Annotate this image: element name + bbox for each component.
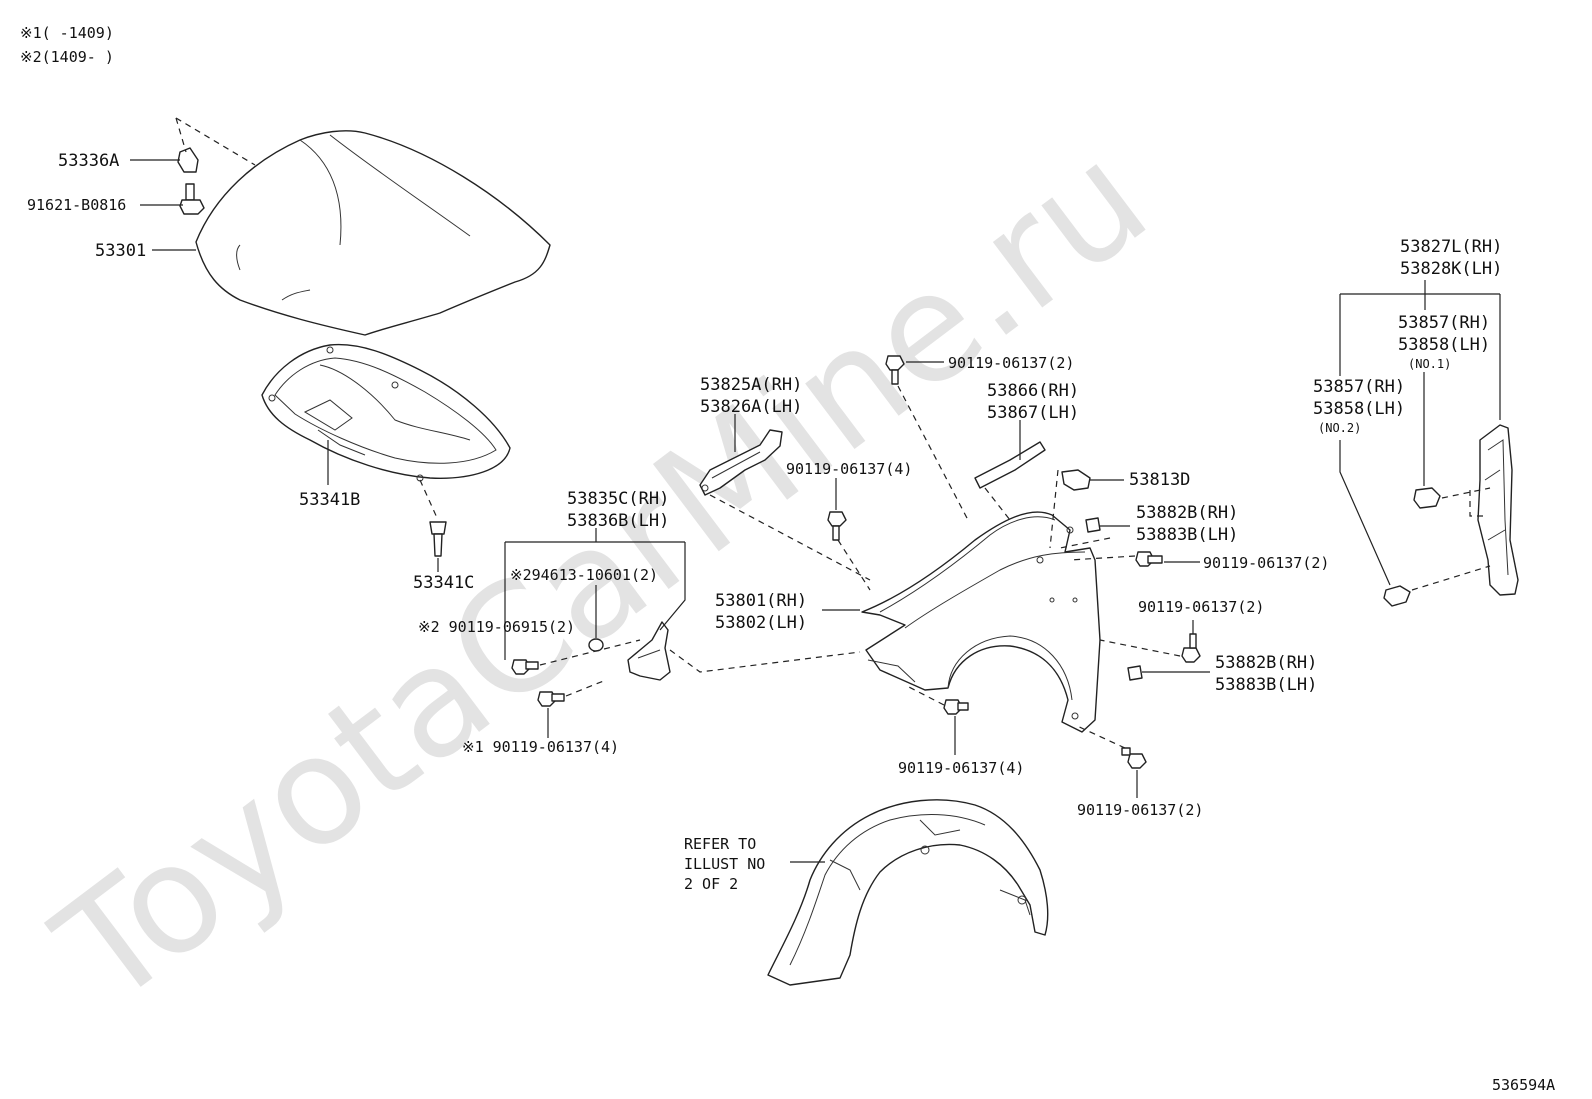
hood-stay-clip[interactable]	[177, 147, 199, 173]
nut-53882B-lower[interactable]	[1127, 665, 1143, 681]
label-90119-06137-4-mid: 90119-06137(4)	[786, 460, 912, 478]
bolt-90119-06137-4-mid[interactable]	[827, 511, 847, 541]
bolt-90119-06137-4-bottom[interactable]	[943, 699, 969, 715]
label-94613-10601: ※294613-10601(2)	[510, 566, 658, 584]
clip-53857-no2[interactable]	[1383, 585, 1411, 607]
diagram-id: 536594A	[1492, 1076, 1555, 1094]
label-53867-LH: 53867(LH)	[987, 403, 1079, 423]
label-illust-no: ILLUST NO	[684, 855, 765, 873]
label-53341C: 53341C	[413, 573, 474, 593]
fender-side-seal-part[interactable]	[1477, 424, 1519, 596]
bolt-90119-06137-2-right-lower[interactable]	[1181, 633, 1201, 663]
note-1: ※1( -1409)	[20, 24, 114, 42]
label-53857-RH-no1: 53857(RH)	[1398, 313, 1490, 333]
bolt-90119-06915[interactable]	[511, 659, 539, 675]
label-53883B-LH-upper: 53883B(LH)	[1136, 525, 1238, 545]
label-53858-LH-no2: 53858(LH)	[1313, 399, 1405, 419]
bolt-90119-06137-2-right-upper[interactable]	[1135, 551, 1163, 567]
label-53801-RH: 53801(RH)	[715, 591, 807, 611]
label-90119-06137-2-right-lower: 90119-06137(2)	[1138, 598, 1264, 616]
label-refer-to: REFER TO	[684, 835, 756, 853]
label-53301: 53301	[95, 241, 146, 261]
label-53866-RH: 53866(RH)	[987, 381, 1079, 401]
bolt-90119-06137-4-left[interactable]	[537, 691, 565, 707]
hood-insulator-part[interactable]	[261, 343, 511, 482]
bolt-90119-06137-2-bottom[interactable]	[1121, 747, 1147, 769]
bolt-90119-06137-2-top[interactable]	[885, 355, 905, 385]
label-90119-06137-2-right-upper: 90119-06137(2)	[1203, 554, 1329, 572]
label-53825A-RH: 53825A(RH)	[700, 375, 802, 395]
fender-liner-part[interactable]	[767, 799, 1049, 986]
fender-bracket-upper[interactable]	[699, 429, 783, 496]
label-53341B: 53341B	[299, 490, 360, 510]
label-no1: (NO.1)	[1408, 357, 1451, 371]
label-2-of-2: 2 OF 2	[684, 875, 738, 893]
label-53836B-LH: 53836B(LH)	[567, 511, 669, 531]
clip-53857-no1[interactable]	[1413, 487, 1441, 509]
label-53826A-LH: 53826A(LH)	[700, 397, 802, 417]
washer-94613-10601[interactable]	[588, 638, 604, 652]
label-90119-06915: ※2 90119-06915(2)	[418, 618, 575, 636]
label-53813D: 53813D	[1129, 470, 1190, 490]
label-53857-RH-no2: 53857(RH)	[1313, 377, 1405, 397]
note-2: ※2(1409- )	[20, 48, 114, 66]
label-90119-06137-4-left: ※1 90119-06137(4)	[462, 738, 619, 756]
label-53828K-LH: 53828K(LH)	[1400, 259, 1502, 279]
front-fender-part[interactable]	[861, 511, 1101, 733]
label-53336A: 53336A	[58, 151, 119, 171]
clip-53813D[interactable]	[1061, 469, 1091, 491]
hood-part[interactable]	[195, 130, 551, 336]
label-no2: (NO.2)	[1318, 421, 1361, 435]
label-90119-06137-2-top: 90119-06137(2)	[948, 354, 1074, 372]
label-53882B-RH-upper: 53882B(RH)	[1136, 503, 1238, 523]
hood-bolt[interactable]	[179, 183, 205, 215]
insulator-clip[interactable]	[429, 521, 447, 557]
label-90119-06137-4-bottom: 90119-06137(4)	[898, 759, 1024, 777]
label-53827L-RH: 53827L(RH)	[1400, 237, 1502, 257]
label-53835C-RH: 53835C(RH)	[567, 489, 669, 509]
nut-53882B-upper[interactable]	[1085, 517, 1101, 533]
fender-seal[interactable]	[974, 441, 1046, 489]
label-91621-B0816: 91621-B0816	[27, 196, 126, 214]
label-53858-LH-no1: 53858(LH)	[1398, 335, 1490, 355]
label-53882B-RH-lower: 53882B(RH)	[1215, 653, 1317, 673]
label-90119-06137-2-bottom: 90119-06137(2)	[1077, 801, 1203, 819]
label-53802-LH: 53802(LH)	[715, 613, 807, 633]
fender-bracket-front[interactable]	[627, 621, 671, 681]
label-53883B-LH-lower: 53883B(LH)	[1215, 675, 1317, 695]
